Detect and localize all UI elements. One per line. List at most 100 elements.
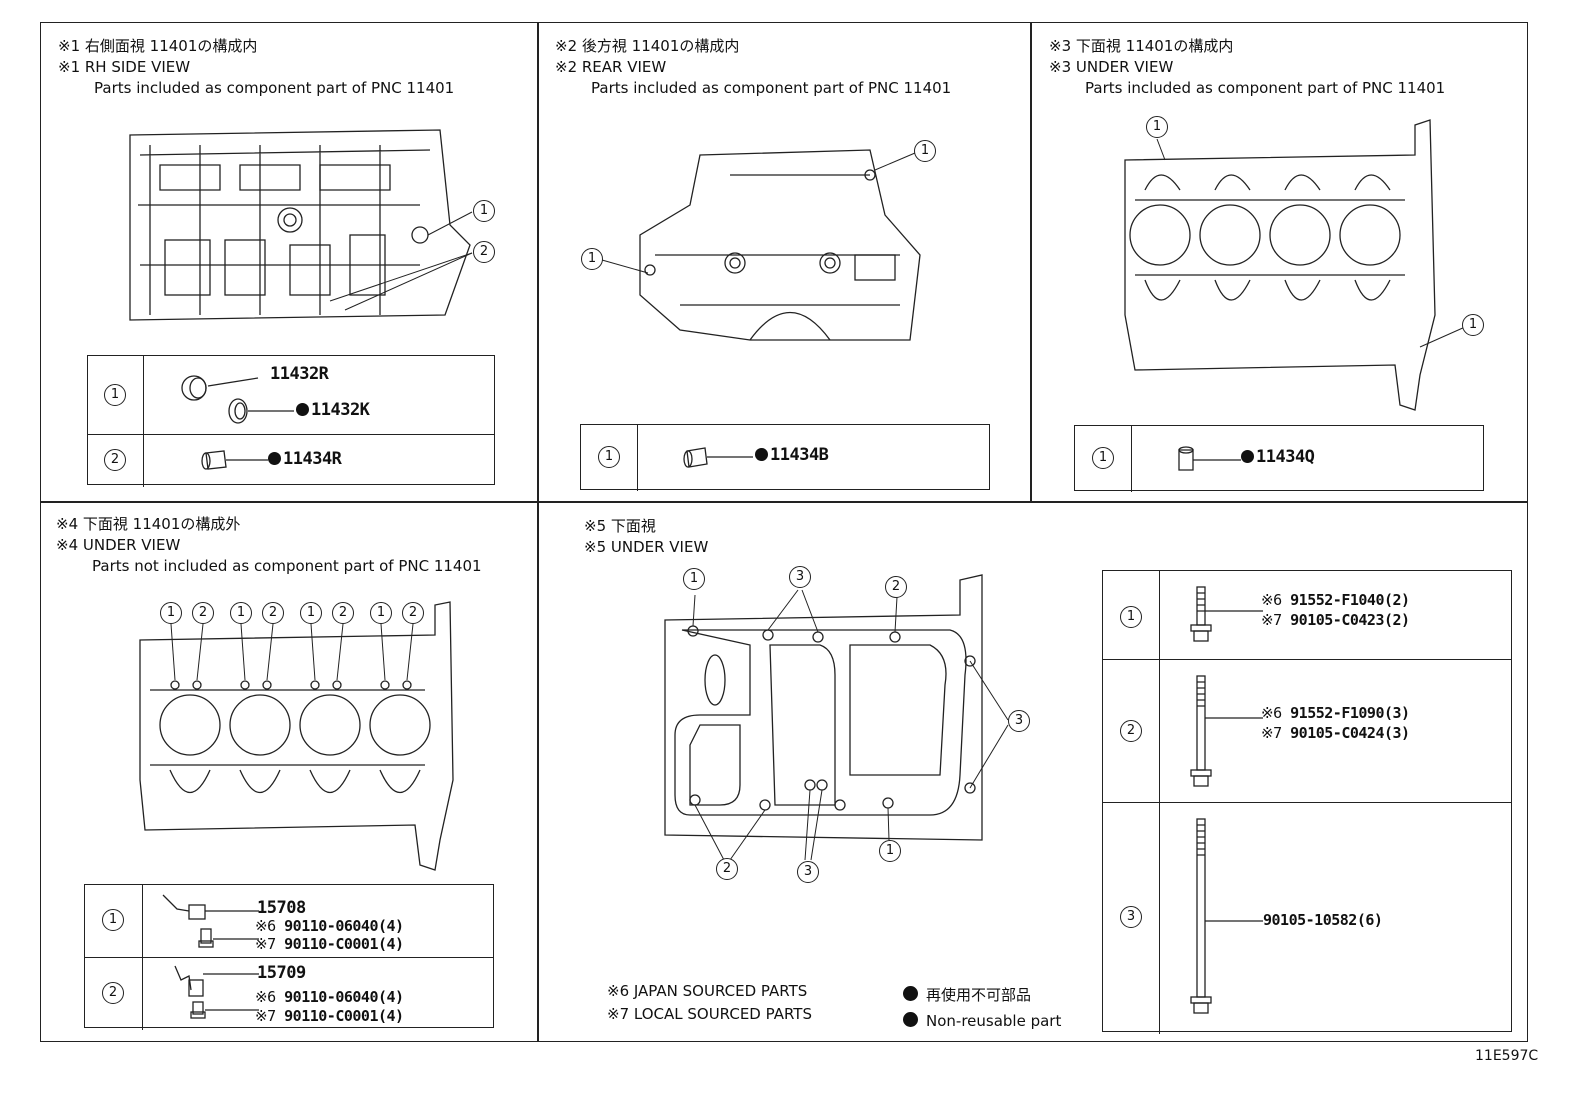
panel1-subtitle: Parts included as component part of PNC … — [94, 79, 455, 97]
plug-icon — [181, 375, 294, 424]
local-part-line: ※7 90110-C0001(4) — [255, 935, 404, 953]
diagram-frame — [40, 22, 1528, 1042]
table-row: 2 11434R — [88, 434, 494, 487]
panel2-callout-1: 1 — [914, 140, 936, 162]
row-id-circle: 3 — [1120, 906, 1142, 928]
part-number: 11432R — [270, 364, 329, 384]
japan-part-line: ※6 91552-F1040(2) — [1261, 591, 1410, 609]
japan-part-line: ※6 90110-06040(4) — [255, 988, 404, 1006]
part-number-nonreusable: 11432K — [296, 400, 370, 420]
row-id-circle: 1 — [1120, 606, 1142, 628]
table-row: 1 11434B — [581, 425, 989, 491]
divider-v1 — [537, 22, 539, 1042]
local-part-line: ※7 90105-C0423(2) — [1261, 611, 1410, 629]
panel5-title-jp: ※5 下面視 — [584, 517, 656, 535]
nonreusable-dot-icon — [268, 452, 281, 465]
local-part-line: ※7 90110-C0001(4) — [255, 1007, 404, 1025]
panel3-header: ※3 下面視 11401の構成内 ※3 UNDER VIEW Parts inc… — [1049, 36, 1445, 99]
row-id-circle: 2 — [1120, 720, 1142, 742]
divider-v2 — [1030, 22, 1032, 502]
panel3-parts-table: 1 11434Q — [1074, 425, 1484, 492]
panel4-title-jp: ※4 下面視 11401の構成外 — [56, 515, 241, 533]
part-number: 15708 — [257, 898, 306, 918]
table-row: 2 15709 ※6 90110-06040(4) ※7 90110-C0001… — [85, 957, 493, 1030]
panel4-callout: 2 — [262, 602, 284, 624]
panel3-engine-drawing — [1124, 119, 1466, 411]
row-id-circle: 1 — [104, 384, 126, 406]
row-id-circle: 2 — [102, 982, 124, 1004]
pin-icon — [201, 450, 268, 470]
panel1-header: ※1 右側面視 11401の構成内 ※1 RH SIDE VIEW Parts … — [58, 36, 454, 99]
panel5-callout: 3 — [1008, 710, 1030, 732]
legend-nonreusable-en: Non-reusable part — [903, 1010, 1061, 1033]
part-number: 90105-10582(6) — [1263, 911, 1383, 929]
panel5-callout: 3 — [797, 861, 819, 883]
panel4-callout: 2 — [332, 602, 354, 624]
part-number-nonreusable: 11434R — [268, 449, 342, 469]
japan-part-line: ※6 90110-06040(4) — [255, 917, 404, 935]
panel5-engine-drawing — [664, 574, 1009, 861]
panel4-callout: 1 — [160, 602, 182, 624]
panel4-callout: 2 — [402, 602, 424, 624]
nonreusable-dot-icon — [903, 986, 918, 1001]
oil-jet-icon — [162, 894, 259, 948]
table-row: 2 ※6 91552-F1090(3) ※7 90105-C0424(3) — [1103, 659, 1511, 803]
nonreusable-dot-icon — [755, 448, 768, 461]
panel5-callout: 1 — [879, 840, 901, 862]
panel4-callout: 1 — [230, 602, 252, 624]
table-row: 1 11434Q — [1075, 426, 1483, 492]
bolt-icon — [1190, 818, 1263, 1014]
panel4-parts-table: 1 15708 ※6 90110-06040(4) ※7 90110-C0001… — [84, 884, 494, 1030]
panel5-header: ※5 下面視 ※5 UNDER VIEW — [584, 516, 708, 558]
panel3-subtitle: Parts included as component part of PNC … — [1085, 79, 1446, 97]
part-number-nonreusable: 11434Q — [1241, 447, 1315, 467]
table-row: 1 15708 ※6 90110-06040(4) ※7 90110-C0001… — [85, 885, 493, 957]
local-part-line: ※7 90105-C0424(3) — [1261, 724, 1410, 742]
panel3-title-en: ※3 UNDER VIEW — [1049, 58, 1174, 76]
panel4-callout: 1 — [370, 602, 392, 624]
panel2-header: ※2 後方視 11401の構成内 ※2 REAR VIEW Parts incl… — [555, 36, 951, 99]
panel1-title-jp: ※1 右側面視 11401の構成内 — [58, 37, 258, 55]
table-row: 3 90105-10582(6) — [1103, 802, 1511, 1034]
panel4-callout: 1 — [300, 602, 322, 624]
panel1-callout-1: 1 — [473, 200, 495, 222]
divider-h1 — [40, 501, 1528, 503]
nonreusable-dot-icon — [903, 1012, 918, 1027]
panel2-callout-1b: 1 — [581, 248, 603, 270]
oil-jet-icon — [174, 965, 259, 1019]
legend-nonreusable-jp: 再使用不可部品 — [903, 984, 1031, 1007]
panel4-header: ※4 下面視 11401の構成外 ※4 UNDER VIEW Parts not… — [56, 514, 482, 577]
table-row: 1 ※6 91552-F1040(2) ※7 90105-C0423(2) — [1103, 571, 1511, 659]
panel2-parts-table: 1 11434B — [580, 424, 990, 491]
panel2-title-jp: ※2 後方視 11401の構成内 — [555, 37, 740, 55]
part-number: 15709 — [257, 963, 306, 983]
panel2-engine-drawing — [601, 149, 921, 341]
panel4-subtitle: Parts not included as component part of … — [92, 557, 482, 575]
panel5-parts-table: 1 ※6 91552-F1040(2) ※7 90105-C0423(2) 2 … — [1102, 570, 1512, 1034]
nonreusable-dot-icon — [296, 403, 309, 416]
panel5-callout: 1 — [683, 568, 705, 590]
panel4-title-en: ※4 UNDER VIEW — [56, 536, 181, 554]
legend-local-sourced: ※7 LOCAL SOURCED PARTS — [607, 1005, 812, 1023]
row-id-circle: 1 — [102, 909, 124, 931]
panel4-callout: 2 — [192, 602, 214, 624]
panel1-callout-2: 2 — [473, 241, 495, 263]
panel1-engine-drawing — [129, 129, 473, 321]
panel5-title-en: ※5 UNDER VIEW — [584, 538, 709, 556]
table-row: 1 11432R 11432K — [88, 356, 494, 434]
panel1-title-en: ※1 RH SIDE VIEW — [58, 58, 191, 76]
panel1-parts-table: 1 11432R 11432K 2 11434R — [87, 355, 495, 487]
pin-icon — [683, 447, 753, 468]
row-id-circle: 2 — [104, 449, 126, 471]
nonreusable-dot-icon — [1241, 450, 1254, 463]
row-id-circle: 1 — [598, 446, 620, 468]
panel3-callout-1b: 1 — [1462, 314, 1484, 336]
panel5-callout: 2 — [885, 576, 907, 598]
panel2-subtitle: Parts included as component part of PNC … — [591, 79, 952, 97]
panel2-title-en: ※2 REAR VIEW — [555, 58, 667, 76]
figure-code: 11E597C — [1475, 1048, 1539, 1064]
japan-part-line: ※6 91552-F1090(3) — [1261, 704, 1410, 722]
bolt-icon — [1190, 586, 1263, 642]
panel5-callout: 3 — [789, 566, 811, 588]
dowel-icon — [1178, 446, 1241, 471]
